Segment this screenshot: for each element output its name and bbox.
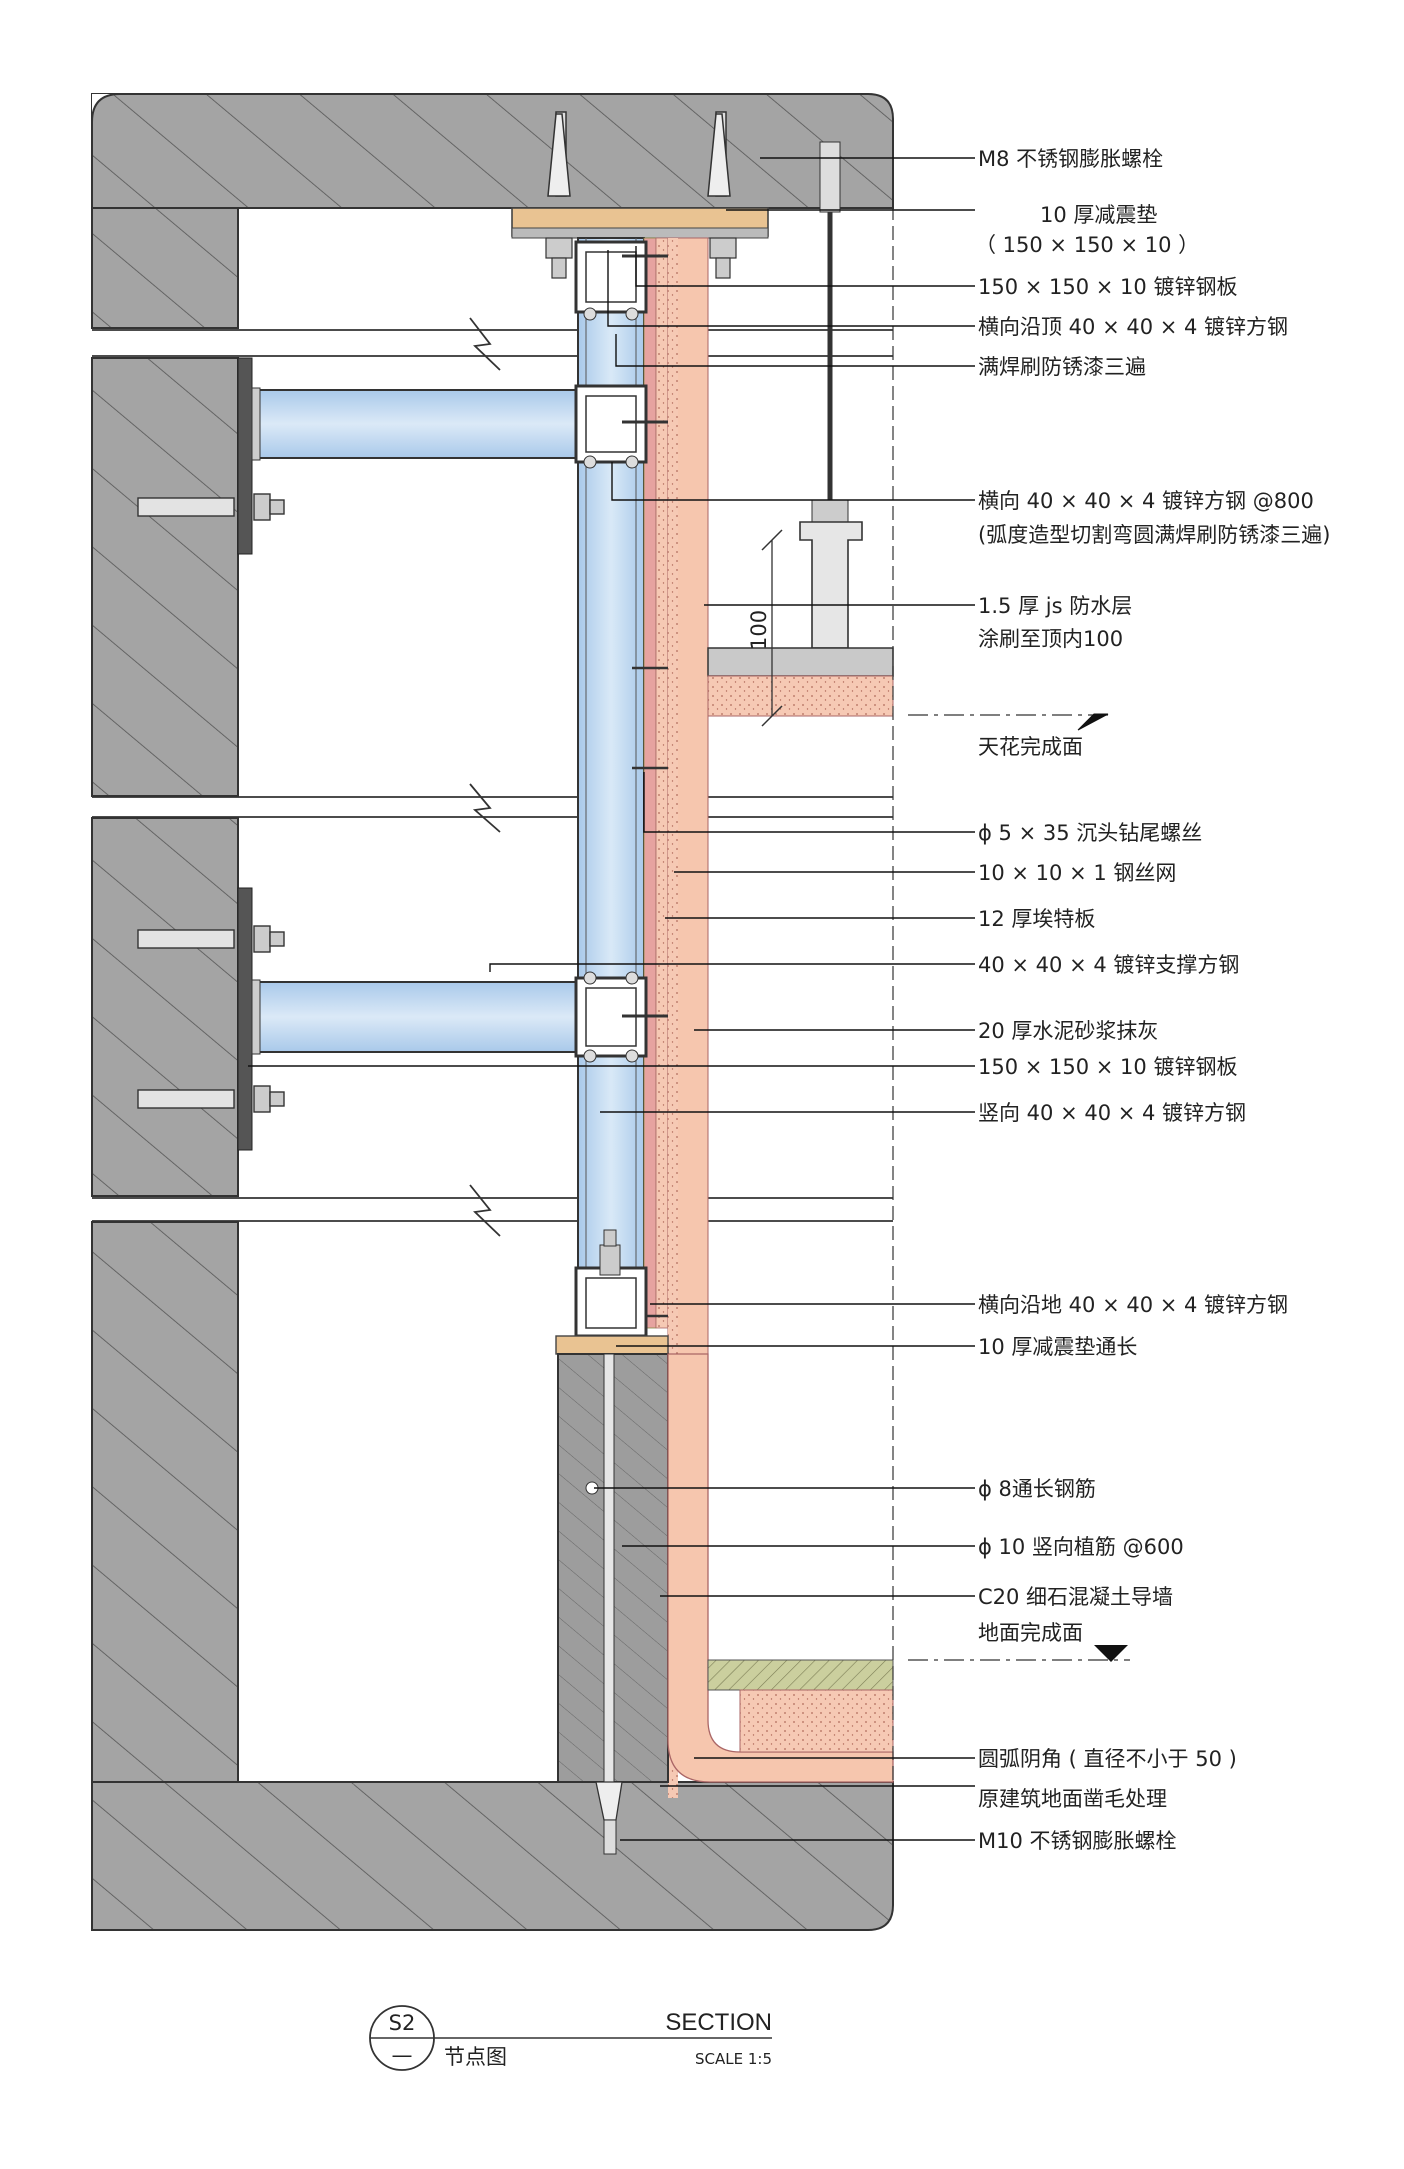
leader-lines (248, 157, 975, 1841)
title-dash: — (392, 2043, 413, 2067)
label-h-tube: 横向 40 × 40 × 4 镀锌方钢 @800 (978, 489, 1314, 513)
floor-level-marker (1094, 1645, 1128, 1662)
label-pad-size: （ 150 × 150 × 10 ） (975, 233, 1199, 257)
label-c20: C20 细石混凝土导墙 (978, 1585, 1173, 1609)
lower-wall-anchors (137, 925, 285, 1113)
label-js-layer: 1.5 厚 js 防水层 (978, 594, 1132, 618)
top-anchor-bolts (547, 111, 731, 197)
label-brace: 40 × 40 × 4 镀锌支撑方钢 (978, 953, 1239, 977)
label-plaster: 20 厚水泥砂浆抹灰 (978, 1019, 1158, 1043)
label-rebar-8: ϕ 8通长钢筋 (978, 1477, 1096, 1501)
label-rebar-10: ϕ 10 竖向植筋 @600 (978, 1535, 1184, 1559)
title-code: S2 (389, 2011, 416, 2035)
label-weld-top: 满焊刷防锈漆三遍 (978, 355, 1146, 379)
label-v-tube: 竖向 40 × 40 × 4 镀锌方钢 (978, 1101, 1246, 1125)
annotation-labels: M8 不锈钢膨胀螺栓 10 厚减震垫 （ 150 × 150 × 10 ） 15… (975, 147, 1330, 1853)
label-js-note: 涂刷至顶内100 (978, 627, 1123, 651)
label-screw: ϕ 5 × 35 沉头钻尾螺丝 (978, 821, 1202, 845)
top-slab (91, 93, 894, 209)
label-floor: 地面完成面 (978, 1621, 1083, 1645)
reference-lines (892, 206, 1130, 1790)
ceiling-level-marker (1077, 713, 1109, 731)
title-name: 节点图 (444, 2045, 507, 2069)
label-chisel: 原建筑地面凿毛处理 (978, 1787, 1167, 1811)
title-section: SECTION (665, 2009, 772, 2036)
upper-wall-anchor (137, 493, 285, 521)
break-lines (92, 317, 893, 1237)
top-nuts (545, 237, 737, 279)
label-cove: 圆弧阴角 ( 直径不小于 50 ) (978, 1747, 1237, 1771)
label-m10-bolt: M10 不锈钢膨胀螺栓 (978, 1829, 1177, 1853)
upper-brace (237, 357, 668, 555)
bottom-slab (91, 1781, 894, 1931)
bottom-damping-pad (555, 1335, 669, 1355)
label-m8-bolt: M8 不锈钢膨胀螺栓 (978, 147, 1163, 171)
dimension-100: 100 (747, 529, 783, 727)
label-plate-mid: 150 × 150 × 10 镀锌钢板 (978, 1055, 1237, 1079)
label-plate-top: 150 × 150 × 10 镀锌钢板 (978, 275, 1237, 299)
bottom-horizontal-tube (574, 1229, 648, 1338)
title-block: S2 — 节点图 SECTION SCALE 1:5 (369, 2005, 772, 2071)
label-ceiling: 天花完成面 (978, 735, 1083, 759)
dimension-text: 100 (747, 610, 771, 650)
top-horizontal-tube (574, 240, 668, 321)
lower-brace (237, 887, 668, 1151)
label-mesh: 10 × 10 × 1 钢丝网 (978, 861, 1176, 885)
label-pad-long: 10 厚减震垫通长 (978, 1335, 1137, 1359)
label-pad-10: 10 厚减震垫 (1040, 203, 1157, 227)
label-h-tube-note: (弧度造型切割弯圆满焊刷防锈漆三遍) (978, 523, 1330, 547)
label-top-tube: 横向沿顶 40 × 40 × 4 镀锌方钢 (978, 315, 1288, 339)
title-scale: SCALE 1:5 (695, 2050, 772, 2068)
guide-wall (557, 1353, 669, 1855)
left-wall (91, 207, 239, 1783)
label-floor-tube: 横向沿地 40 × 40 × 4 镀锌方钢 (978, 1293, 1288, 1317)
floor-buildup (707, 1659, 894, 1753)
label-board: 12 厚埃特板 (978, 907, 1095, 931)
